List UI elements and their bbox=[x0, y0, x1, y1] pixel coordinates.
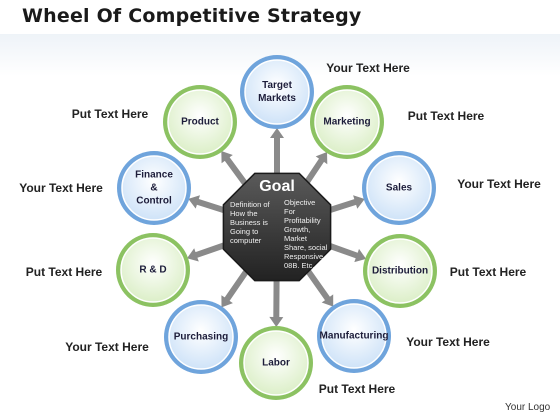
page-title: Wheel Of Competitive Strategy bbox=[22, 5, 362, 27]
arrow-8 bbox=[188, 195, 231, 215]
outer-text-label-4: Your Text Here bbox=[406, 335, 490, 349]
goal-octagon bbox=[222, 172, 332, 282]
outer-text-label-1: Put Text Here bbox=[407, 109, 485, 123]
arrow-3 bbox=[323, 241, 367, 263]
arrow-6 bbox=[221, 266, 251, 308]
goal-objective-text: Objective For Profitability Growth, Mark… bbox=[284, 198, 328, 270]
node-label-2: Sales bbox=[385, 182, 413, 194]
node-label-9: Product bbox=[181, 116, 219, 128]
node-circle-5 bbox=[243, 330, 309, 396]
logo-text: Your Logo bbox=[505, 402, 551, 413]
node-label-7: R & D bbox=[139, 264, 167, 276]
node-label-0: Target Markets bbox=[258, 80, 296, 104]
goal-definition-text: Definition of How the Business is Going … bbox=[230, 200, 270, 245]
node-circle-9 bbox=[167, 89, 233, 155]
outer-text-label-7: Put Text Here bbox=[25, 265, 103, 279]
node-circle-3 bbox=[367, 238, 433, 304]
arrow-4 bbox=[303, 266, 334, 307]
node-label-6: Purchasing bbox=[173, 331, 229, 343]
node-circle-7 bbox=[120, 237, 186, 303]
node-circle-8 bbox=[121, 155, 187, 221]
outer-text-label-6: Your Text Here bbox=[65, 340, 149, 354]
arrow-0 bbox=[270, 128, 284, 177]
arrow-5 bbox=[269, 277, 284, 327]
outer-text-label-2: Your Text Here bbox=[457, 177, 541, 191]
arrow-9 bbox=[221, 151, 250, 189]
node-circle-4 bbox=[321, 303, 387, 369]
arrow-2 bbox=[323, 195, 365, 215]
node-label-5: Labor bbox=[262, 357, 290, 369]
node-label-4: Manufacturing bbox=[319, 330, 389, 342]
arrow-7 bbox=[187, 240, 231, 262]
node-circle-1 bbox=[314, 89, 380, 155]
node-label-8: Finance & Control bbox=[135, 169, 173, 207]
node-circle-6 bbox=[168, 304, 234, 370]
outer-text-label-5: Put Text Here bbox=[318, 382, 396, 396]
outer-text-label-0: Your Text Here bbox=[326, 61, 410, 75]
node-circle-0 bbox=[244, 59, 310, 125]
outer-text-label-9: Put Text Here bbox=[71, 107, 149, 121]
arrow-1 bbox=[302, 152, 328, 188]
node-label-1: Marketing bbox=[323, 116, 371, 128]
goal-title: Goal bbox=[259, 178, 295, 195]
node-circle-2 bbox=[366, 155, 432, 221]
outer-text-label-3: Put Text Here bbox=[449, 265, 527, 279]
node-label-3: Distribution bbox=[371, 265, 429, 277]
outer-text-label-8: Your Text Here bbox=[19, 181, 103, 195]
